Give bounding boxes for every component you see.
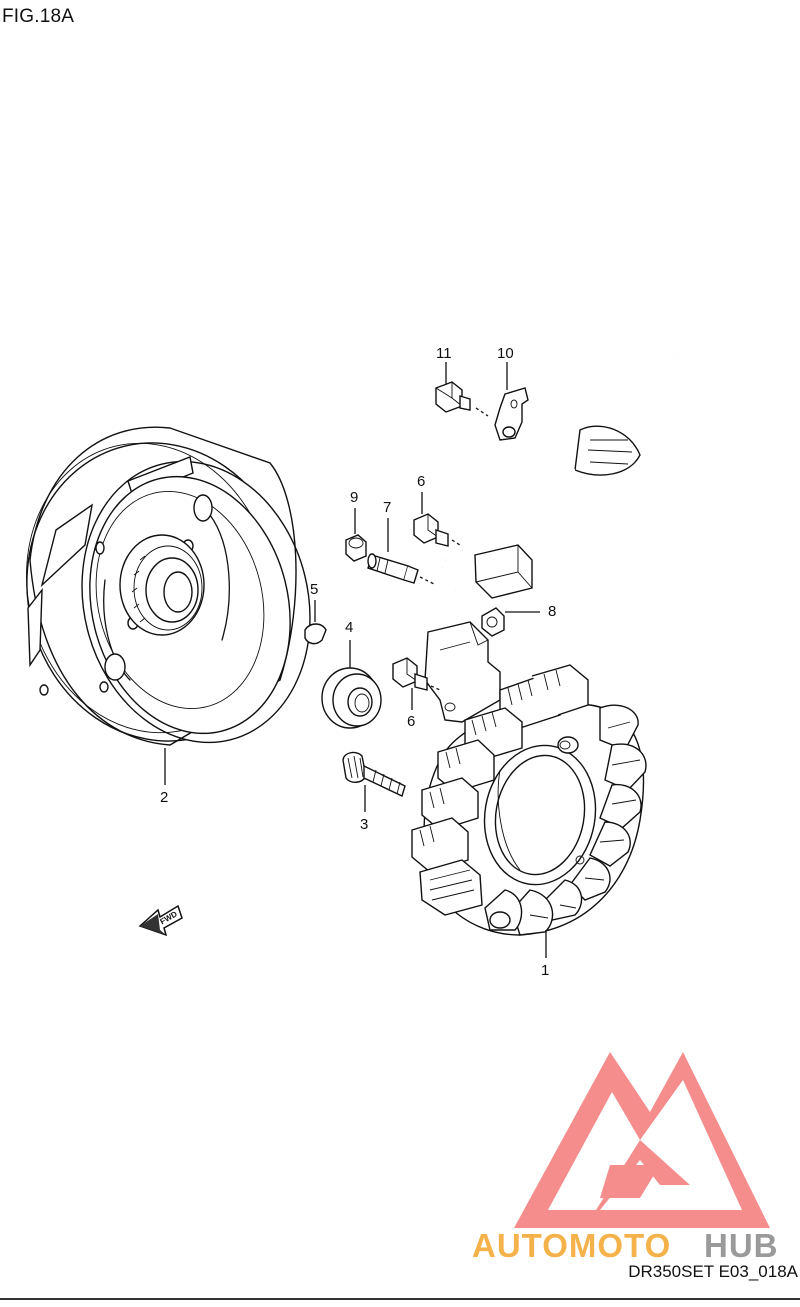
rotor-flywheel	[26, 426, 311, 746]
bolt	[342, 751, 406, 797]
watermark-text-orange: AUTOMOTO	[472, 1227, 671, 1264]
callout-6-upper: 6	[417, 473, 425, 490]
callout-11: 11	[436, 345, 452, 362]
pin-bolt	[367, 553, 435, 585]
stator	[411, 348, 679, 936]
key	[304, 623, 327, 645]
washer-spacer	[321, 667, 382, 729]
automotohub-wordmark: AUTOMOTO HUB	[472, 1227, 779, 1264]
callout-2: 2	[160, 789, 168, 806]
document-code: DR350SET E03_018A	[628, 1262, 798, 1281]
screw-upper	[413, 513, 461, 547]
callout-9: 9	[350, 489, 358, 506]
callout-4: 4	[345, 619, 353, 636]
bolt-small	[435, 381, 489, 417]
watermark-text-gray: HUB	[704, 1227, 779, 1264]
callout-1: 1	[541, 962, 549, 979]
callout-5: 5	[310, 581, 318, 598]
callout-8: 8	[548, 603, 556, 620]
callout-7: 7	[383, 499, 391, 516]
callout-labels: 1 2 3 4 5 6 6 7 8 9 10 11	[160, 345, 556, 979]
figure-title: FIG.18A	[2, 6, 75, 27]
callout-6-lower: 6	[407, 713, 415, 730]
wire-clamp	[481, 607, 505, 637]
bracket	[494, 387, 529, 441]
callout-3: 3	[360, 816, 368, 833]
automotohub-logo	[514, 1052, 770, 1228]
bottom-rule	[0, 1298, 800, 1300]
fwd-arrow-icon: FWD	[138, 904, 183, 937]
leader-lines	[164, 362, 547, 958]
nut	[345, 534, 367, 562]
screw-lower	[392, 657, 441, 691]
callout-10: 10	[497, 345, 514, 362]
